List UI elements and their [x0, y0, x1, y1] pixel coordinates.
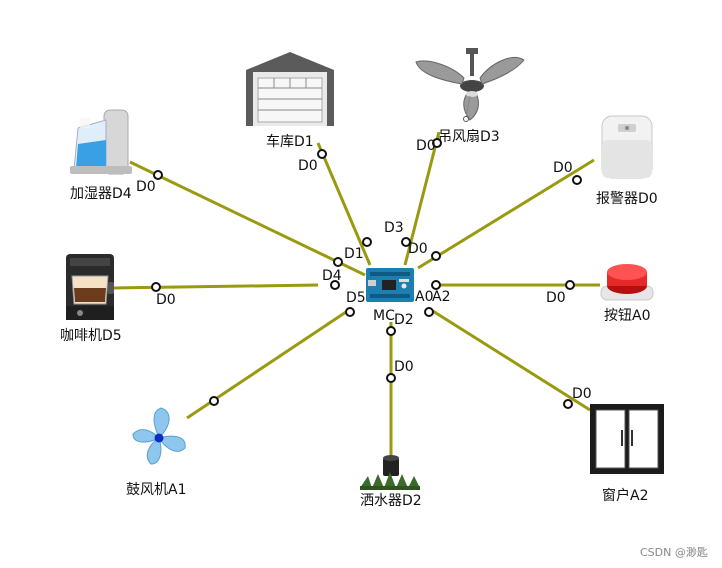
device-button[interactable]: 按钮A0 D0 — [546, 264, 654, 324]
port-sprinkler-mc[interactable] — [386, 326, 396, 336]
alarm-pin-label: D0 — [553, 160, 573, 176]
port-button-mc[interactable] — [431, 280, 441, 290]
port-blower-mc[interactable] — [345, 307, 355, 317]
button-label: 按钮A0 — [604, 308, 650, 324]
port-coffee-device[interactable] — [151, 282, 161, 292]
port-alarm-mc[interactable] — [431, 251, 441, 261]
pin-label-d3: D3 — [384, 220, 404, 236]
alarm-label: 报警器D0 — [596, 191, 658, 207]
port-humidifier-device[interactable] — [153, 170, 163, 180]
sprinkler-icon — [360, 455, 420, 490]
wire-coffee — [113, 283, 319, 290]
port-blower-device[interactable] — [209, 396, 219, 406]
sprinkler-label: 洒水器D2 — [360, 493, 422, 509]
window-icon — [590, 404, 664, 474]
microcontroller-board-icon — [366, 268, 414, 302]
wire-markers — [151, 138, 582, 409]
sprinkler-pin-label: D0 — [394, 359, 414, 375]
pin-label-d0: D0 — [408, 241, 428, 257]
coffee-label: 咖啡机D5 — [60, 328, 122, 344]
wire-humidifier — [129, 160, 366, 277]
port-fan-device[interactable] — [432, 138, 442, 148]
device-fan[interactable]: 吊风扇D3 D0 — [415, 48, 525, 154]
device-alarm[interactable]: 报警器D0 D0 — [553, 115, 658, 207]
port-humidifier-mc[interactable] — [333, 257, 343, 267]
device-garage[interactable]: 车库D1 D0 — [246, 52, 334, 174]
port-alarm-device[interactable] — [572, 175, 582, 185]
humidifier-pin-label: D0 — [136, 179, 156, 195]
push-button-icon — [600, 264, 654, 301]
wire-window — [427, 306, 591, 412]
device-coffee[interactable]: 咖啡机D5 D0 — [60, 254, 176, 344]
controller-name: MC — [373, 308, 395, 324]
port-garage-device[interactable] — [317, 149, 327, 159]
garage-label: 车库D1 — [266, 133, 314, 150]
center-controller[interactable]: D1 D3 D0 D4 D5 A0 A2 MC D2 — [322, 220, 450, 328]
fan-pin-label: D0 — [416, 138, 436, 154]
button-pin-label: D0 — [546, 290, 566, 306]
pin-label-d5: D5 — [346, 290, 366, 306]
blower-fan-icon — [132, 407, 186, 465]
humidifier-label: 加湿器D4 — [70, 186, 132, 202]
port-window-device[interactable] — [563, 399, 573, 409]
pin-label-d2: D2 — [394, 312, 414, 328]
pin-label-a0: A0 — [415, 289, 433, 305]
ceiling-fan-icon — [415, 48, 525, 122]
alarm-siren-icon — [601, 115, 653, 179]
garage-pin-label: D0 — [298, 158, 318, 174]
pin-label-d1: D1 — [344, 246, 364, 262]
fan-label: 吊风扇D3 — [438, 129, 500, 145]
window-label: 窗户A2 — [602, 487, 648, 504]
watermark: CSDN @渺匙 — [640, 545, 708, 559]
device-humidifier[interactable]: 加湿器D4 D0 — [70, 109, 156, 202]
device-sprinkler[interactable]: 洒水器D2 D0 — [360, 359, 422, 509]
port-garage-mc[interactable] — [362, 237, 372, 247]
humidifier-icon — [70, 109, 132, 175]
coffee-pin-label: D0 — [156, 292, 176, 308]
device-window[interactable]: 窗户A2 D0 — [572, 386, 664, 504]
port-fan-mc[interactable] — [401, 237, 411, 247]
port-button-device[interactable] — [565, 280, 575, 290]
blower-label: 鼓风机A1 — [126, 482, 186, 498]
port-coffee-mc[interactable] — [330, 280, 340, 290]
port-window-mc[interactable] — [424, 307, 434, 317]
garage-door-icon — [246, 52, 334, 126]
device-blower[interactable]: 鼓风机A1 — [126, 407, 186, 498]
pin-label-a2: A2 — [432, 289, 450, 305]
port-sprinkler-device[interactable] — [386, 373, 396, 383]
pin-label-d4: D4 — [322, 268, 342, 284]
wire-alarm — [417, 158, 595, 270]
window-pin-label: D0 — [572, 386, 592, 402]
wire-garage — [316, 142, 372, 266]
coffee-machine-icon — [66, 254, 114, 320]
